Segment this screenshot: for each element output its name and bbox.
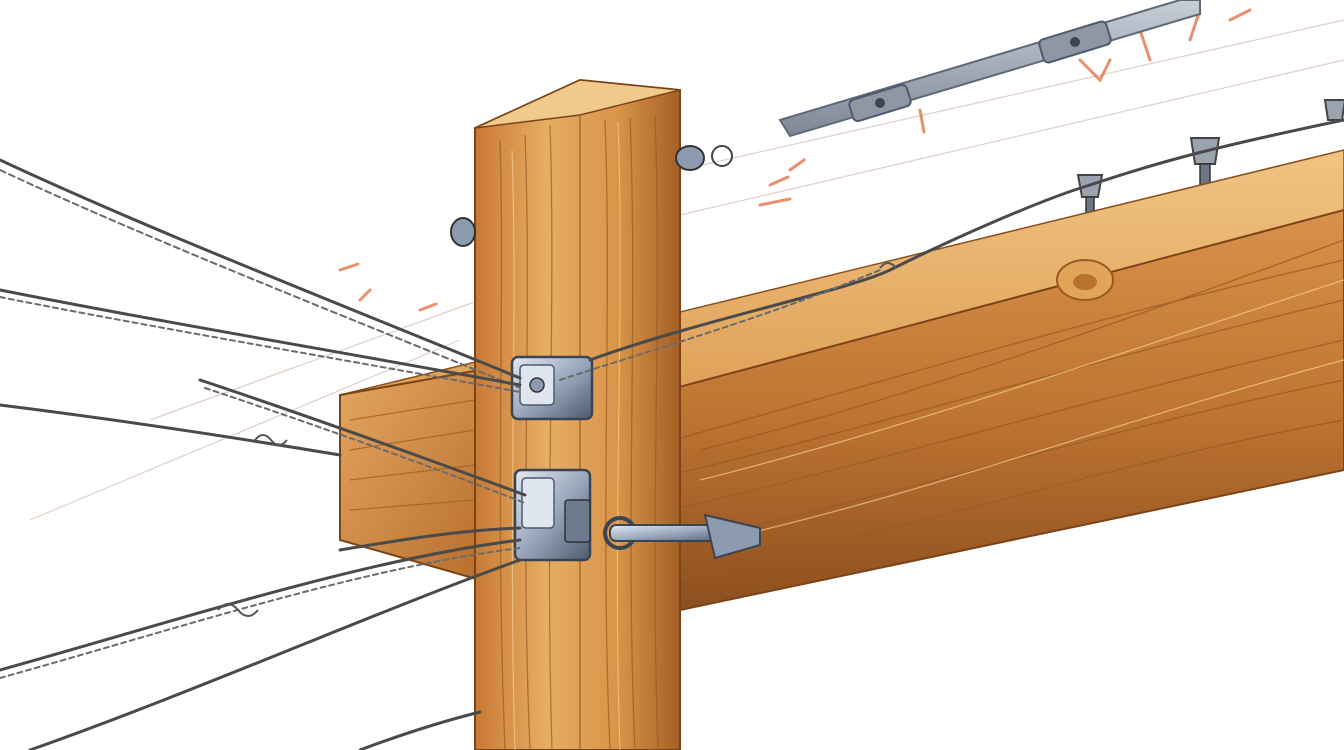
wire-icon xyxy=(28,558,522,750)
bolt-icon xyxy=(703,513,761,560)
wire-icon xyxy=(338,526,522,552)
lower-bracket xyxy=(513,468,592,562)
wire-icon xyxy=(0,538,522,672)
bolt-icon xyxy=(1070,37,1080,47)
beam-bolt-assembly xyxy=(603,513,761,560)
wire-icon xyxy=(0,169,521,389)
rust-sketch-marks xyxy=(338,8,1252,312)
wire-icon xyxy=(0,403,342,457)
post-clips xyxy=(450,145,733,247)
bolt-icon xyxy=(875,98,885,108)
wire-icon xyxy=(198,378,527,497)
wire-icon xyxy=(559,269,881,381)
wire-icon xyxy=(0,547,521,679)
wire-icon xyxy=(358,710,482,750)
post-top xyxy=(474,79,681,129)
wire-icon xyxy=(588,183,1092,362)
fence-wires xyxy=(0,118,1344,750)
wire-icon xyxy=(1088,118,1344,187)
upper-bracket xyxy=(510,355,594,421)
upper-metal-rail xyxy=(778,0,1201,138)
wire-icon xyxy=(0,288,522,387)
wire-icon xyxy=(0,296,521,393)
wire-icon xyxy=(204,387,526,504)
wire-icon xyxy=(0,158,522,380)
bolt-icon xyxy=(529,377,545,393)
wire-ties xyxy=(217,262,897,617)
background-sketch-lines xyxy=(29,19,1344,521)
